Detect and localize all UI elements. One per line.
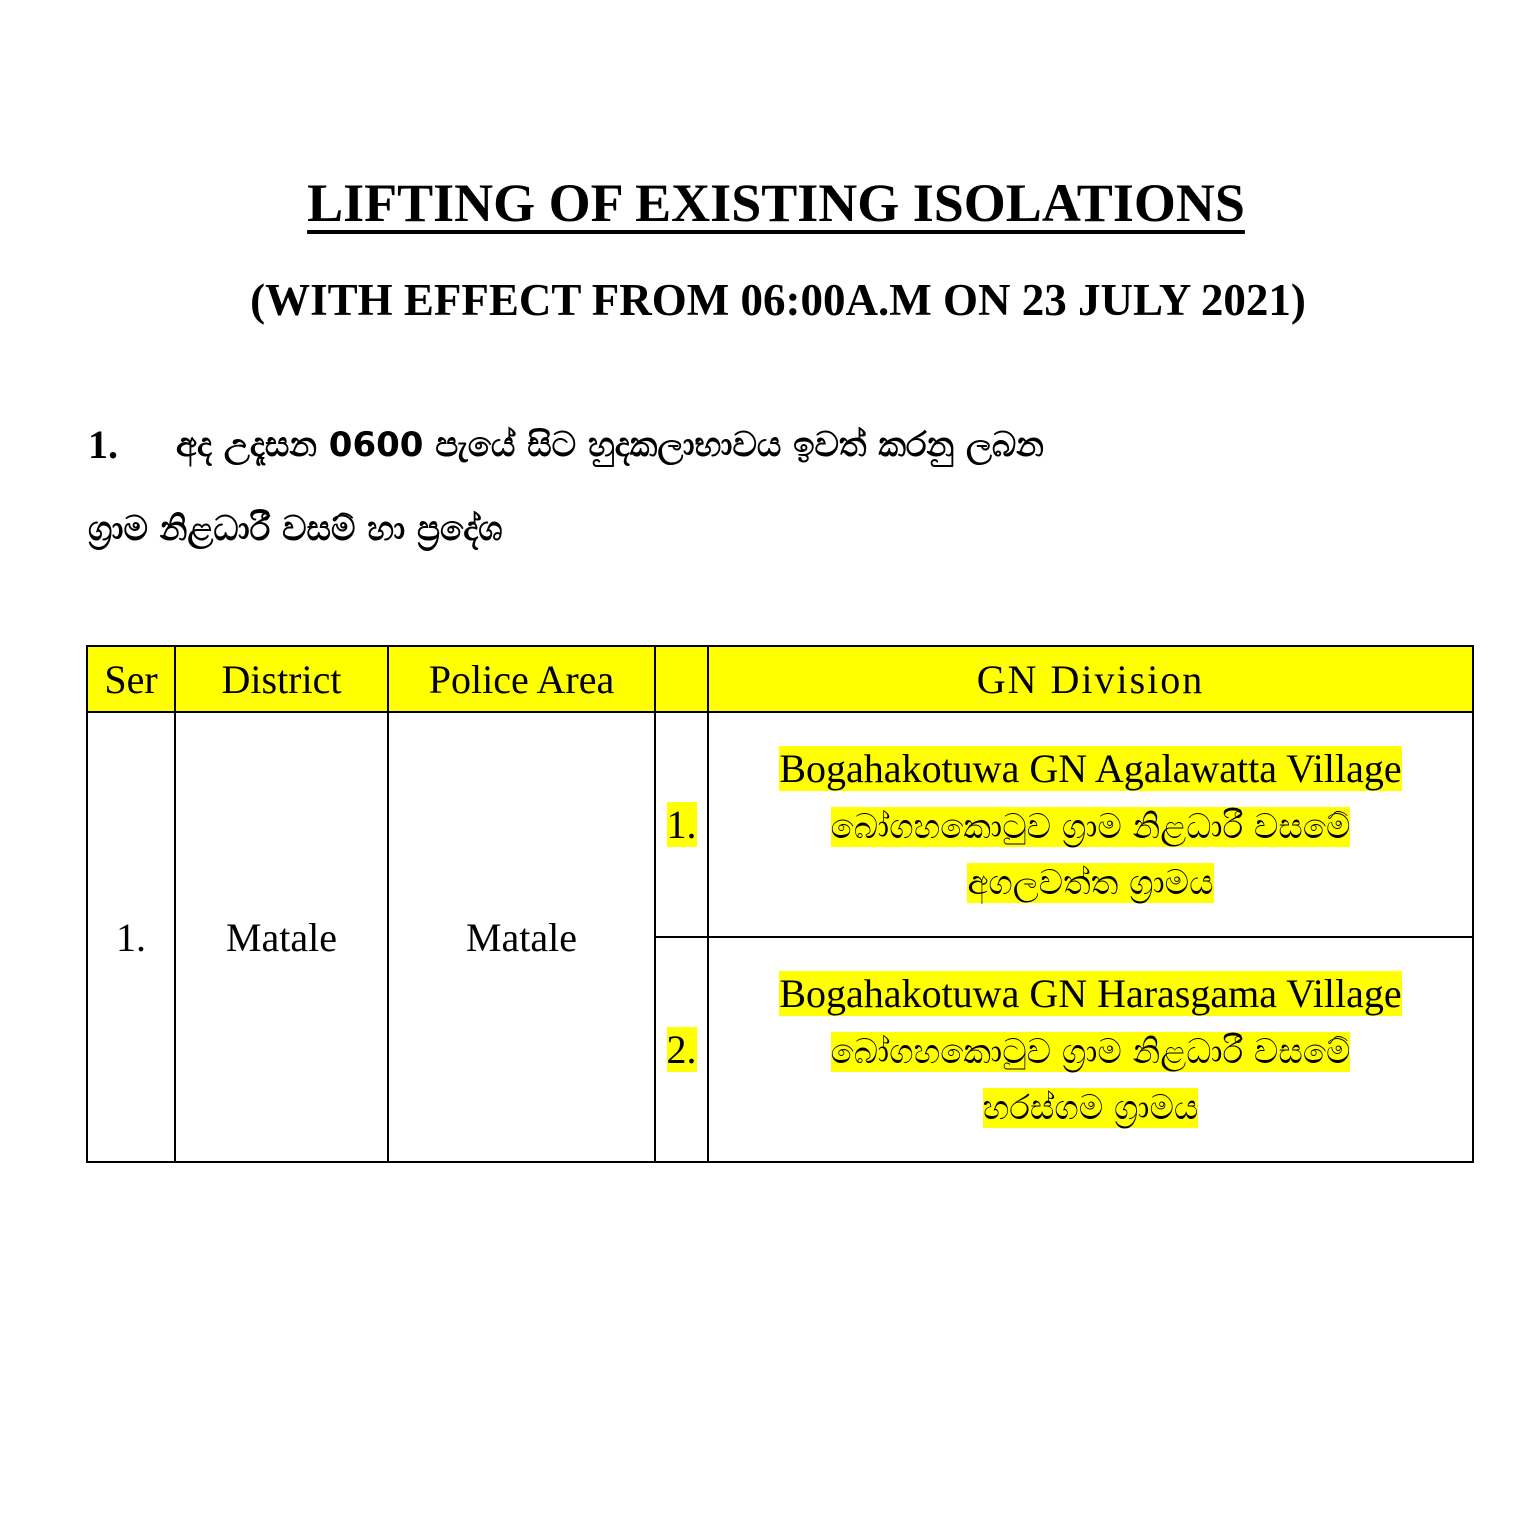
header-gn-division: GN Division <box>707 645 1474 713</box>
division-number-text: 1. <box>666 802 697 847</box>
document-subtitle: (WITH EFFECT FROM 06:00A.M ON 23 JULY 20… <box>250 275 1306 325</box>
table-row: 2. Bogahakotuwa GN Harasgama Village බෝග… <box>87 936 1474 1163</box>
cell-ser: 1. <box>86 711 176 1163</box>
gn-division-english: Bogahakotuwa GN Agalawatta Village <box>779 745 1402 791</box>
table-row: 1. Matale Matale 1. Bogahakotuwa GN Agal… <box>86 711 1474 1163</box>
cell-division-number: 2. <box>654 936 709 1163</box>
paragraph-line-1: අද උදෑසන 0600 පැයේ සිට හුදකලාභාවය ඉවත් ක… <box>176 425 1044 465</box>
document-title-text: LIFTING OF EXISTING ISOLATIONS <box>307 173 1245 233</box>
cell-division-number: 1. <box>654 711 709 938</box>
cell-police-area: Matale <box>387 711 656 1163</box>
paragraph-number: 1. <box>88 422 118 467</box>
paragraph-line-2: ග්‍රාම නිළධාරී වසම් හා ප්‍රදේශ <box>88 509 503 549</box>
cell-gn-division: Bogahakotuwa GN Harasgama Village බෝගහකො… <box>707 936 1474 1163</box>
gn-division-sinhala-line-2: හරස්ගම ග්‍රාමය <box>982 1087 1199 1128</box>
header-sub-number <box>654 645 709 713</box>
document-title: LIFTING OF EXISTING ISOLATIONS <box>0 168 1536 238</box>
gn-division-sinhala-line-1: බෝගහකොටුව ග්‍රාම නිළධාරී වසමේ <box>830 1031 1351 1072</box>
division-number-text: 2. <box>666 1027 697 1072</box>
header-police-area: Police Area <box>387 645 656 713</box>
gn-division-sinhala-line-1: බෝගහකොටුව ග්‍රාම නිළධාරී වසමේ <box>830 806 1351 847</box>
header-ser: Ser <box>86 645 176 713</box>
isolation-table: Ser District Police Area GN Division 1. … <box>86 645 1474 1163</box>
header-district: District <box>174 645 389 713</box>
cell-gn-division: Bogahakotuwa GN Agalawatta Village බෝගහක… <box>707 711 1474 938</box>
gn-division-english: Bogahakotuwa GN Harasgama Village <box>779 970 1402 1016</box>
cell-district: Matale <box>174 711 389 1163</box>
gn-division-sinhala-line-2: අගලවත්ත ග්‍රාමය <box>967 862 1214 903</box>
table-header-row: Ser District Police Area GN Division <box>86 645 1474 713</box>
